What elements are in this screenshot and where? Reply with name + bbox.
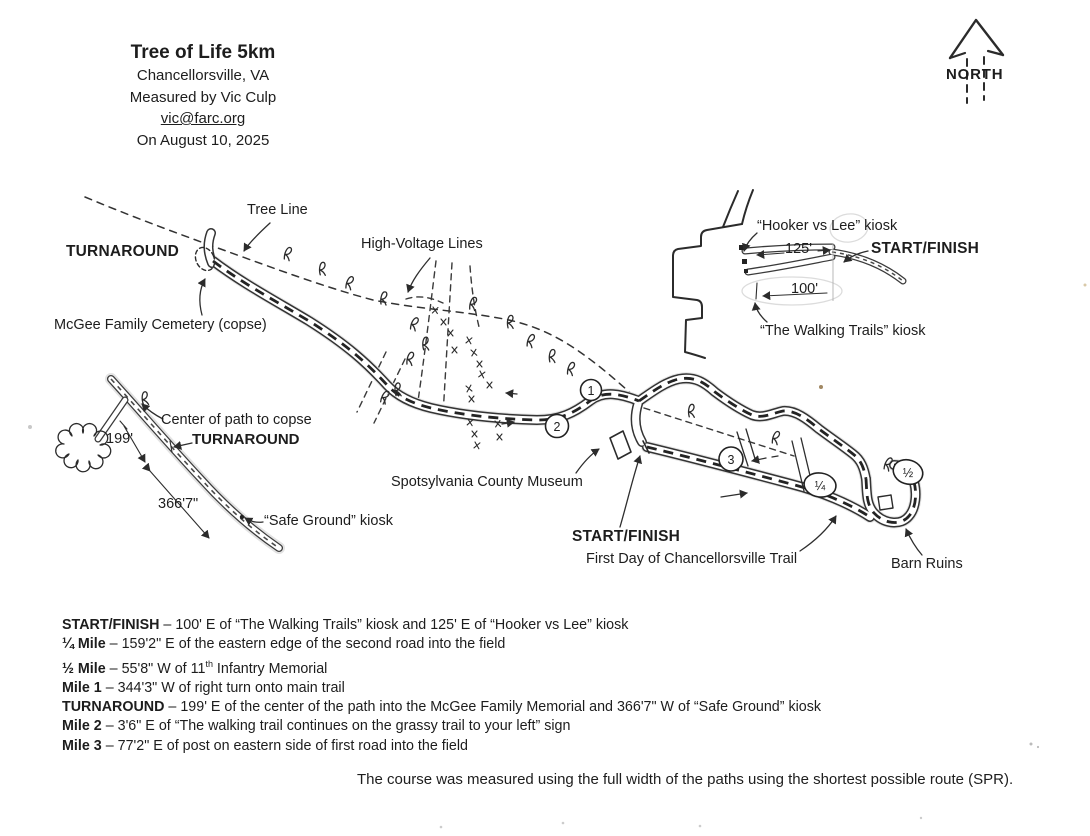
quarter-mile-marker: ¼ [803, 472, 837, 498]
direction-arrows [501, 389, 779, 499]
label-high-voltage: High-Voltage Lines [361, 236, 483, 252]
location: Chancellorsville, VA [136, 67, 270, 84]
note-text: – 3'6" E of “The walking trail continues… [101, 718, 571, 735]
title-block: Tree of Life 5km Chancellorsville, VA Me… [100, 40, 306, 151]
half-mile-label: ½ [903, 466, 914, 480]
x-marks [431, 306, 503, 450]
barn-ruins-symbol [877, 494, 894, 511]
note-label: TURNAROUND [62, 698, 165, 715]
turnaround-loop [194, 246, 216, 272]
page-title: Tree of Life 5km [130, 42, 276, 63]
label-walking-kiosk: “The Walking Trails” kiosk [760, 323, 926, 339]
hooker-kiosk-dot [739, 245, 744, 250]
note-mile-1: Mile 1 – 344'3" W of right turn onto mai… [62, 679, 821, 698]
note-superscript: th [205, 658, 213, 669]
label-start-finish-top: START/FINISH [871, 240, 980, 257]
walking-kiosk-dot [744, 269, 748, 273]
note-label: ½ Mile [62, 660, 106, 677]
note-text: – 344'3" W of right turn onto main trail [101, 679, 345, 696]
email: vic@farc.org [160, 110, 246, 127]
copse-cloud [55, 422, 112, 473]
label-dist-100: 100' [791, 281, 818, 297]
start-finish-inset [672, 189, 903, 359]
label-tree-line: Tree Line [247, 202, 308, 218]
label-start-finish-bottom: START/FINISH [572, 528, 681, 545]
label-center-path: Center of path to copse [161, 412, 312, 428]
label-barn-ruins: Barn Ruins [891, 556, 963, 572]
field-roads [736, 428, 814, 492]
label-dist-366: 366'7" [158, 496, 199, 512]
label-turnaround-inset: TURNAROUND [192, 431, 300, 448]
mile-2-label: 2 [554, 420, 561, 434]
note-quarter-mile: ¼ Mile – 159'2" E of the eastern edge of… [62, 635, 821, 654]
north-label: NORTH [946, 66, 1004, 83]
north-arrow-icon [948, 18, 1005, 104]
measurement-notes: START/FINISH – 100' E of “The Walking Tr… [62, 616, 821, 756]
label-museum: Spotsylvania County Museum [391, 474, 583, 490]
label-dist-199: 199' [106, 431, 133, 447]
mile-marker-2: 2 [544, 413, 570, 439]
note-label: Mile 1 [62, 679, 102, 696]
leader-arrows [141, 222, 923, 556]
label-turnaround-main: TURNAROUND [66, 243, 180, 260]
start-finish-tick [642, 440, 650, 454]
note-text: – 159'2" E of the eastern edge of the se… [105, 636, 506, 653]
museum-building [609, 430, 632, 460]
note-label: ¼ Mile [62, 636, 106, 653]
label-hooker-kiosk: “Hooker vs Lee” kiosk [757, 218, 898, 234]
note-label: START/FINISH [62, 617, 160, 633]
note-start-finish: START/FINISH – 100' E of “The Walking Tr… [62, 616, 821, 635]
note-label: Mile 3 [62, 737, 102, 754]
note-label: Mile 2 [62, 718, 102, 735]
turnaround-inset-drawing [55, 379, 279, 548]
scan-artifacts [28, 213, 1087, 829]
note-text: Infantry Memorial [212, 660, 328, 677]
note-mile-2: Mile 2 – 3'6" E of “The walking trail co… [62, 717, 821, 736]
quarter-mile-label: ¼ [815, 479, 826, 493]
note-text: – 55'8" W of 11 [105, 660, 206, 677]
note-text: – 199' E of the center of the path into … [164, 698, 822, 715]
note-mile-3: Mile 3 – 77'2" E of post on eastern side… [62, 737, 821, 756]
note-text: – 77'2" E of post on eastern side of fir… [101, 737, 468, 754]
note-half-mile: ½ Mile – 55'8" W of 11th Infantry Memori… [62, 655, 821, 679]
measurement-method-note: The course was measured using the full w… [357, 771, 1014, 788]
note-text: – 100' E of “The Walking Trails” kiosk a… [159, 617, 629, 633]
label-safe-ground-kiosk: “Safe Ground” kiosk [264, 513, 393, 529]
measured-by: Measured by Vic Culp [129, 88, 277, 106]
mile-1-label: 1 [588, 384, 595, 398]
note-turnaround: TURNAROUND – 199' E of the center of the… [62, 698, 821, 717]
mile-marker-1: 1 [579, 378, 603, 402]
measure-date: On August 10, 2025 [136, 131, 270, 149]
tree-line-dashes [84, 196, 641, 402]
mile-marker-3: 3 [718, 446, 744, 472]
label-dist-125: 125' [785, 241, 812, 257]
label-mcgee-cemetery: McGee Family Cemetery (copse) [54, 317, 267, 333]
half-mile-marker: ½ [892, 458, 924, 486]
field-diagonal-dashes [643, 407, 795, 457]
label-first-day-trail: First Day of Chancellorsville Trail [586, 551, 798, 567]
safe-ground-kiosk-dot [239, 514, 245, 520]
mile-3-label: 3 [728, 453, 735, 467]
